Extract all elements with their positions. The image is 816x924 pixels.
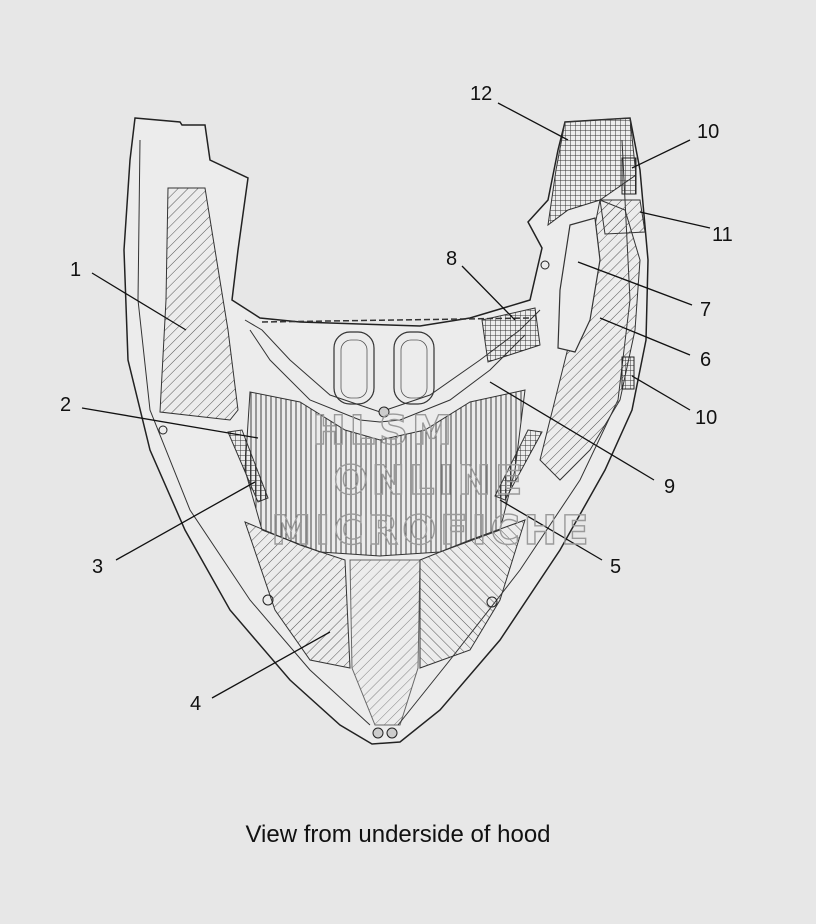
nose-centre-panel [349,559,421,726]
inner-cavity-2 [249,329,526,423]
callout-3: 3 [92,556,103,578]
inner-contour-left [137,139,371,726]
fastener-centre [378,406,390,418]
fastener-left-2 [158,425,168,435]
diagram-caption: View from underside of hood [245,821,550,848]
leader-2 [81,407,259,439]
grille-opening-left [333,331,375,405]
leader-10b [631,375,691,411]
hood-outline [123,117,649,745]
part-4-shape-right [419,519,526,669]
fastener-nose-right [386,727,398,739]
fastener-nose-left [372,727,384,739]
callout-1: 1 [70,259,81,281]
callout-8: 8 [446,248,457,270]
part-10-vent-lower [621,356,635,390]
leader-4 [211,631,331,699]
part-3-shape [227,429,269,503]
watermark-line-2: ONLINE [334,458,527,504]
callout-2: 2 [60,394,71,416]
part-8-shape [481,307,541,363]
leader-8 [461,265,516,321]
leader-10a [631,139,691,169]
callout-6: 6 [700,349,711,371]
leader-6 [599,317,691,356]
watermark-line-1: HLSM [312,408,456,454]
callout-5: 5 [610,556,621,578]
fastener-left-1 [262,594,274,606]
part-1-shape [159,187,239,421]
part-10-vent-upper [621,157,637,195]
part-7-shape [557,217,601,353]
callout-7: 7 [700,299,711,321]
grille-opening-right [393,331,435,405]
callout-12: 12 [470,83,492,105]
leader-1 [91,272,187,331]
watermark-line-3: MICROFICHE [271,508,592,554]
leader-11 [639,211,711,229]
leader-7 [577,261,693,306]
leader-5 [499,499,603,561]
grille-opening-right-inner [400,339,428,399]
callout-10-upper: 10 [697,121,719,143]
callout-4: 4 [190,693,201,715]
part-4-shape [244,521,351,669]
leader-3 [115,481,256,561]
fastener-right-2 [540,260,550,270]
callout-10-lower: 10 [695,407,717,429]
callout-11: 11 [712,224,733,246]
fastener-right-1 [486,596,498,608]
part-11-shape [599,199,646,235]
leader-9 [489,381,655,481]
part-5-shape [494,429,543,501]
part-12-shape [547,117,637,227]
leader-12 [497,102,569,141]
grille-opening-left-inner [340,339,368,399]
callout-9: 9 [664,476,675,498]
